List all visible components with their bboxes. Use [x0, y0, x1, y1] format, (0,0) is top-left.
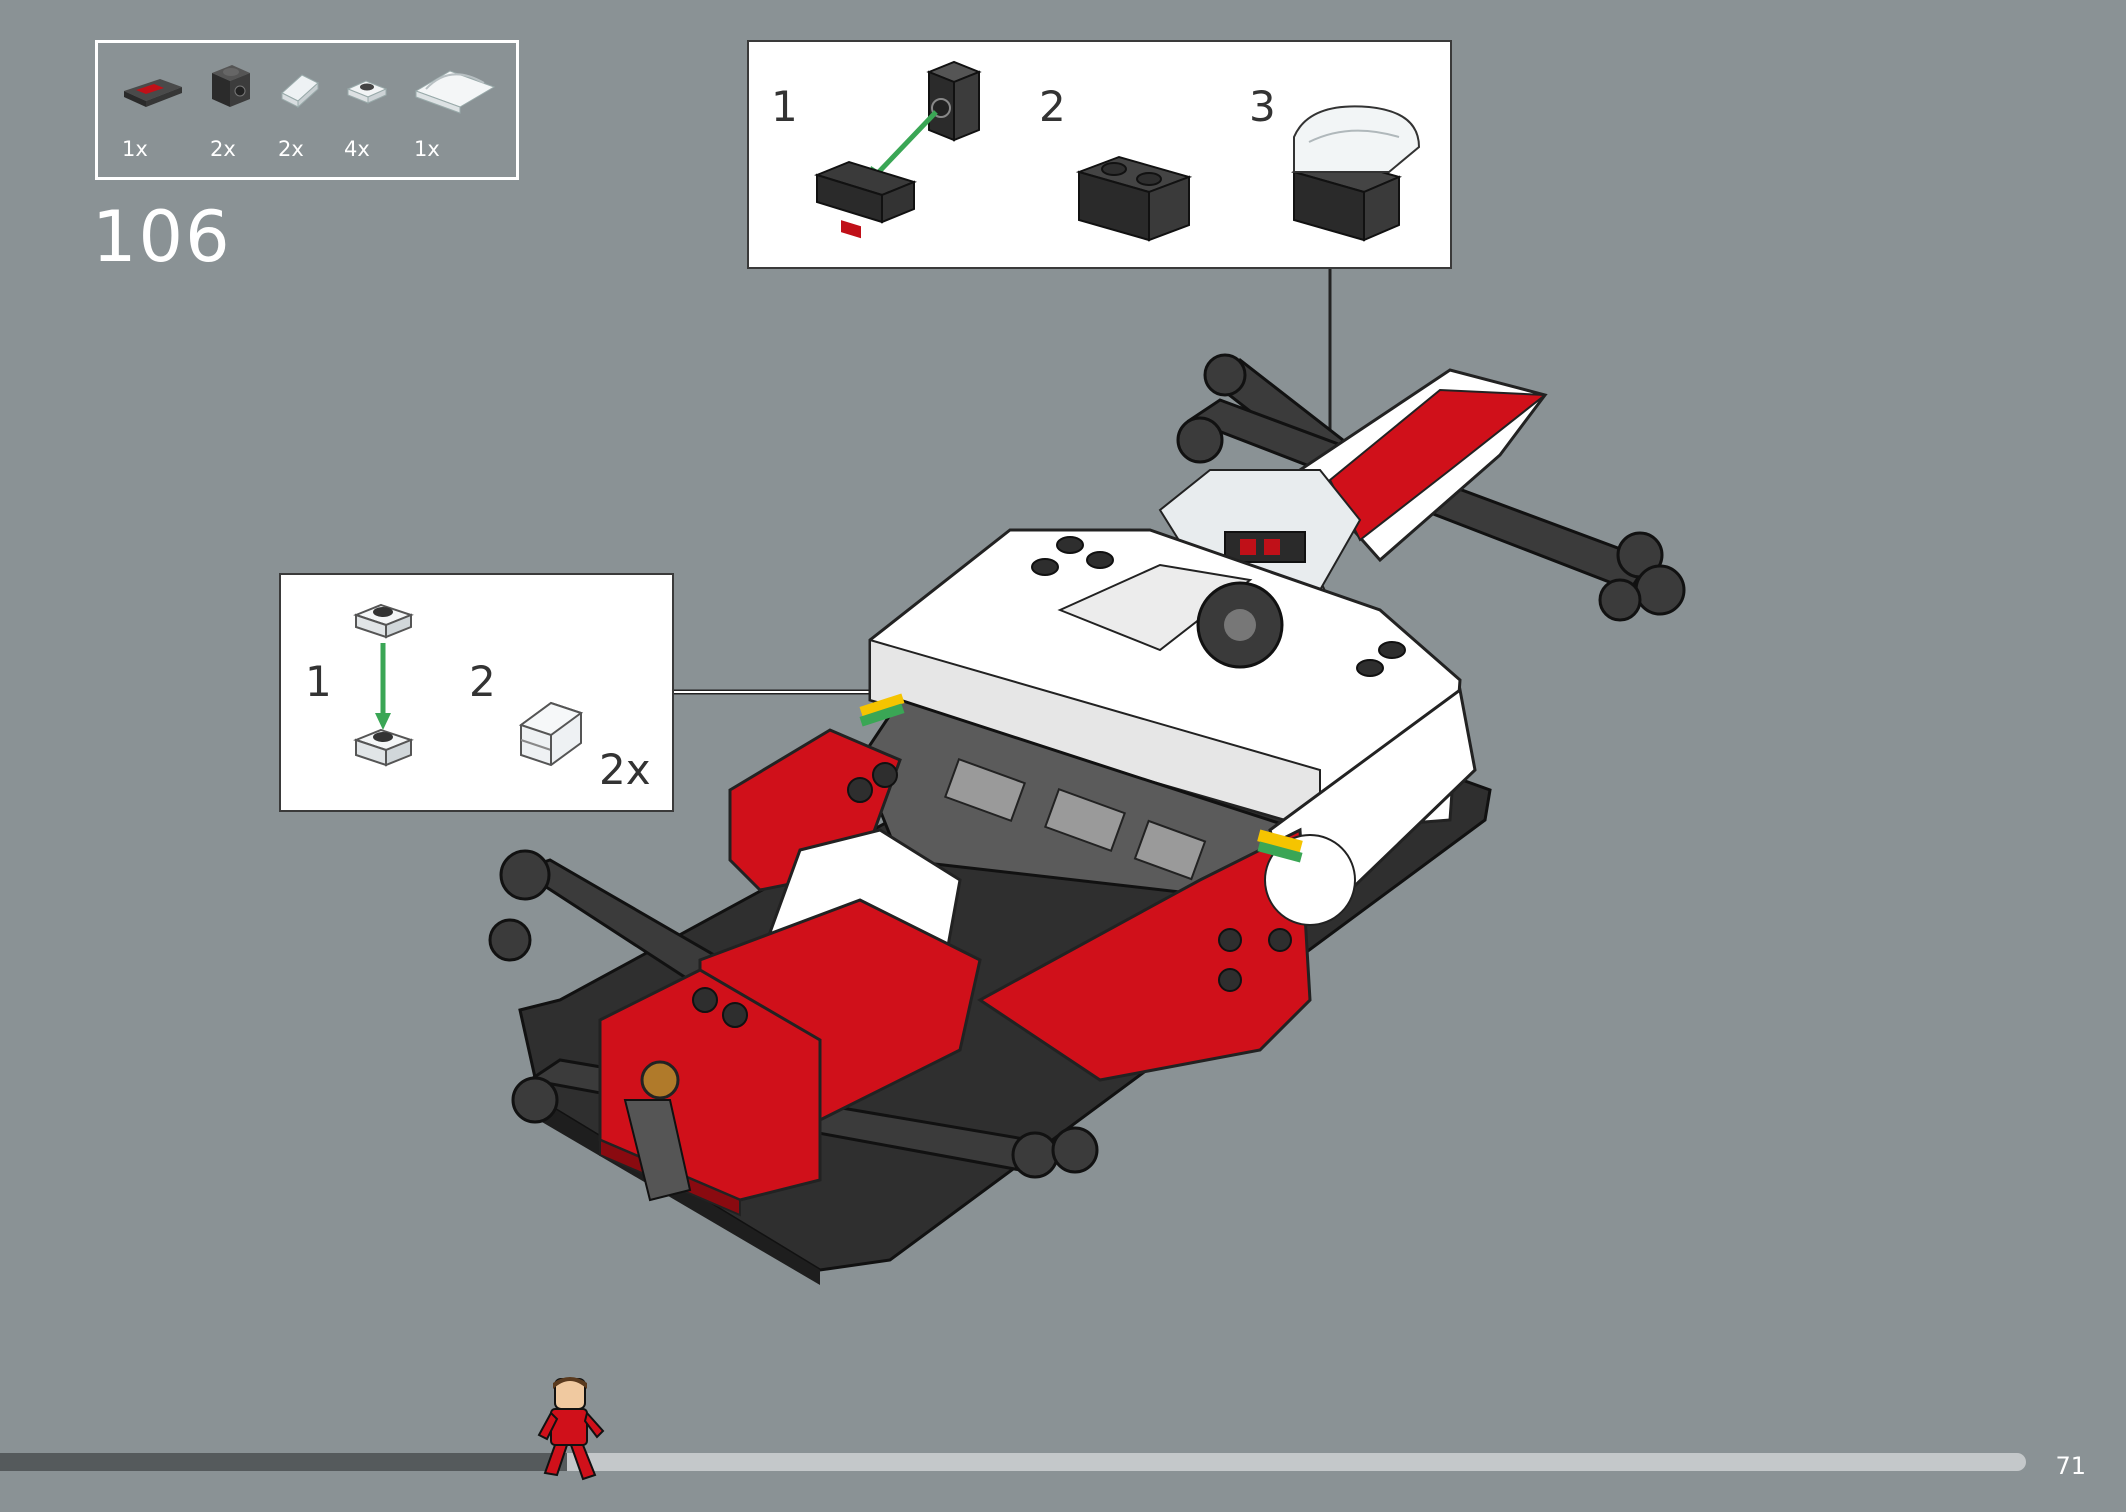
- part-quantity: 2x: [210, 137, 236, 161]
- windscreen-assembly-icon: [1291, 105, 1421, 242]
- clear-round-plate-icon: [353, 603, 414, 639]
- minifig-runner-icon: [537, 1377, 605, 1481]
- front-axle-icon: [640, 1060, 680, 1100]
- substep-number: 2: [1039, 82, 1066, 131]
- page-number: 71: [2055, 1452, 2086, 1480]
- progress-bar: [0, 1453, 2026, 1471]
- red-display-tile-icon: [814, 160, 917, 239]
- subassembly-left-illustration: [353, 603, 584, 767]
- part-quantity: 1x: [414, 137, 440, 161]
- clear-windscreen-icon: [410, 53, 498, 119]
- step-number: 106: [92, 196, 232, 278]
- substep-number: 3: [1249, 82, 1276, 131]
- substep-number: 1: [771, 82, 798, 131]
- part-quantity: 1x: [122, 137, 148, 161]
- right-sidepod: [977, 827, 1312, 1082]
- black-round-brick-icon: [926, 60, 982, 142]
- subassembly-top-illustration: [814, 60, 1421, 242]
- part-quantity: 4x: [344, 137, 370, 161]
- clear-slope-icon: [274, 53, 324, 113]
- display-brick-assembly-icon: [1075, 155, 1193, 242]
- subassembly-callout-left: 1 2 2x: [279, 573, 674, 812]
- part-quantity: 2x: [278, 137, 304, 161]
- red-display-tile-icon: [120, 53, 186, 113]
- progress-bar-fill: [0, 1453, 568, 1471]
- parts-list: 1x 2x 2x 4x 1x: [95, 40, 519, 180]
- subassembly-callout-top: 1 2 3: [747, 40, 1452, 269]
- substep-number: 2: [469, 657, 496, 706]
- green-arrow-icon: [872, 110, 938, 179]
- black-round-brick-icon: [206, 53, 256, 113]
- clear-slope-stack-icon: [518, 701, 584, 767]
- clear-round-plate-icon: [342, 53, 392, 113]
- multiplier: 2x: [599, 745, 651, 794]
- substep-number: 1: [305, 657, 332, 706]
- clear-round-plate-icon: [353, 728, 414, 767]
